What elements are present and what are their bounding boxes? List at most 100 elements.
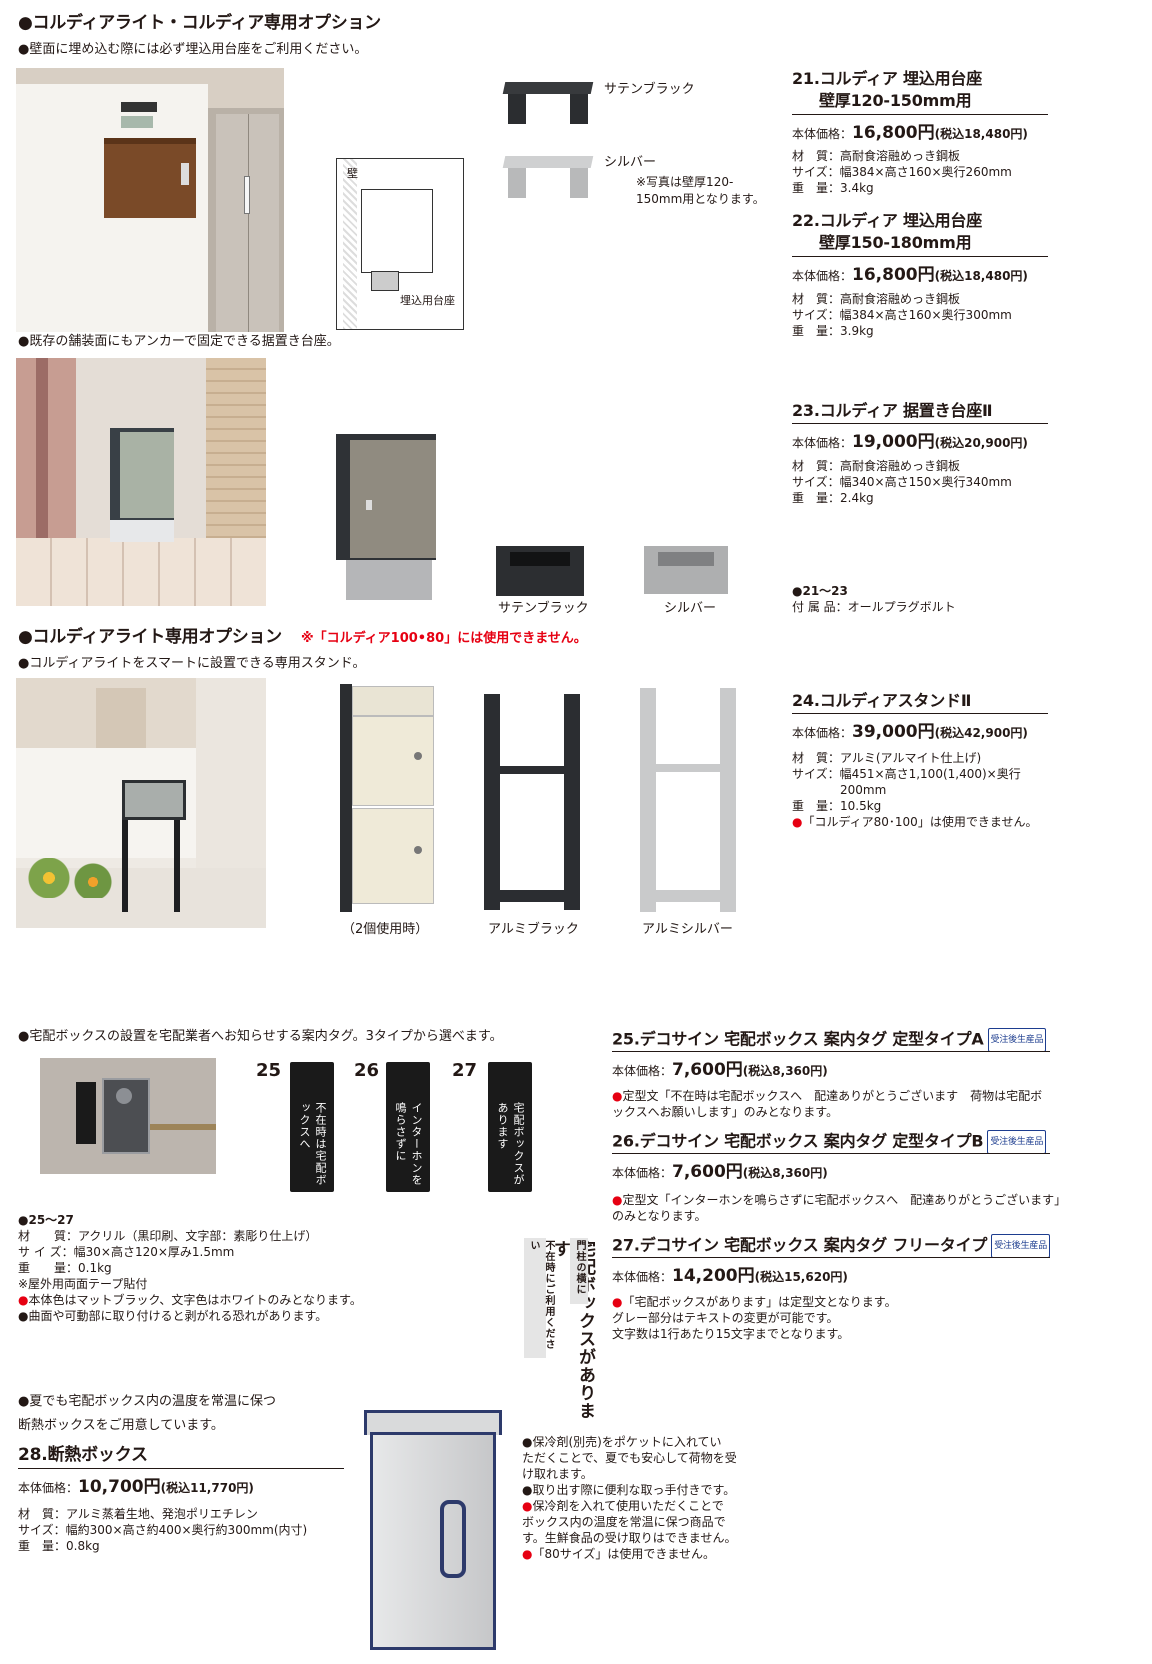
product-26-note-1: 定型文「インターホンを鳴らさずに宅配ボックスへ 配達ありがとうございます」 xyxy=(622,1193,1067,1207)
product-25-note-1: 定型文「不在時は宅配ボックスへ 配達ありがとうございます 荷物は宅配ボ xyxy=(622,1089,1043,1103)
accessory-info: ●21～23 付 属 品：オールプラグボルト xyxy=(792,583,956,615)
product-22-rule xyxy=(792,256,1048,257)
product-23-specs: 材 質：高耐食溶融めっき鋼板 サイズ：幅340×高さ150×奥行340mm 重 … xyxy=(792,458,1012,506)
product-28-title: 28.断熱ボックス xyxy=(18,1445,148,1465)
spec-weight: 重 量：10.5kg xyxy=(792,799,882,813)
price-tax: (税込15,620円) xyxy=(754,1270,848,1284)
made-to-order-badge: 受注後生産品 xyxy=(987,1130,1047,1154)
mount-base-silver-label: シルバー xyxy=(604,155,657,170)
vertical-tag-small-1: 門柱の横に xyxy=(574,1240,585,1295)
accessory-range: ●21～23 xyxy=(792,584,848,598)
note-guide-tag: ●宅配ボックスの設置を宅配業者へお知らせする案内タグ。3タイプから選べます。 xyxy=(18,1029,503,1044)
product-21: 21.コルディア 埋込用台座 壁厚120-150mm用 xyxy=(792,68,982,112)
product-27-price: 本体価格：14,200円(税込15,620円) xyxy=(612,1261,848,1286)
spec-size: サイズ：幅451×高さ1,100(1,400)×奥行 xyxy=(792,767,1021,781)
vertical-tag-small-2: 不在時にご利用ください xyxy=(528,1240,554,1350)
spec-weight: 重 量：0.8kg xyxy=(18,1539,100,1553)
tag-spec-color-text: 本体色はマットブラック、文字色はホワイトのみとなります。 xyxy=(28,1293,362,1307)
product-24-rule xyxy=(792,713,1048,714)
stand-caption-double: （2個使用時） xyxy=(342,922,429,937)
product-21-title: 21.コルディア 埋込用台座 xyxy=(792,69,982,88)
product-28-specs: 材 質：アルミ蒸着生地、発泡ポリエチレン サイズ：幅約300×高さ約400×奥行… xyxy=(18,1506,307,1554)
product-25-note-2: ックスへお願いします」のみとなります。 xyxy=(612,1105,839,1119)
price-label: 本体価格： xyxy=(612,1064,673,1078)
warning-dot: ● xyxy=(522,1547,533,1561)
warning-dot: ● xyxy=(612,1193,623,1207)
spec-material: 材 質：アルミ(アルマイト仕上げ) xyxy=(792,751,982,765)
product-24-title: 24.コルディアスタンドⅡ xyxy=(792,691,972,710)
price-tax: (税込42,900円) xyxy=(934,726,1028,740)
price-label: 本体価格： xyxy=(792,436,853,450)
product-23-title: 23.コルディア 据置き台座Ⅱ xyxy=(792,401,993,420)
product-27-note-3: 文字数は1行あたり15文字までとなります。 xyxy=(612,1327,850,1341)
diagram-wall-label: 壁 xyxy=(347,167,358,180)
box-note-handle: ●取り出す際に便利な取っ手付きです。 xyxy=(522,1483,736,1497)
note-paving: ●既存の舗装面にもアンカーで固定できる据置き台座。 xyxy=(18,334,340,349)
box-note-pocket-2: ただくことで、夏でも安心して荷物を受 xyxy=(522,1451,737,1465)
warning-dot: ● xyxy=(792,815,803,829)
mount-base-black-image xyxy=(500,78,596,128)
tag-spec-note-color: ●本体色はマットブラック、文字色はホワイトのみとなります。 xyxy=(18,1292,362,1308)
price-label: 本体価格： xyxy=(612,1166,673,1180)
product-22-price: 本体価格：16,800円(税込18,480円) xyxy=(792,260,1028,285)
product-23-price: 本体価格：19,000円(税込20,900円) xyxy=(792,427,1028,452)
price-value: 16,800円 xyxy=(852,123,935,143)
note-insulated: ●夏でも宅配ボックス内の温度を常温に保つ 断熱ボックスをご用意しています。 xyxy=(18,1390,276,1438)
price-tax: (税込8,360円) xyxy=(742,1166,828,1180)
product-26-note: ●定型文「インターホンを鳴らさずに宅配ボックスへ 配達ありがとうございます」 の… xyxy=(612,1192,1066,1224)
spec-size: サイズ：幅384×高さ160×奥行260mm xyxy=(792,165,1012,179)
product-27-note: ●「宅配ボックスがあります」は定型文となります。 グレー部分はテキストの変更が可… xyxy=(612,1294,897,1342)
product-22-title: 22.コルディア 埋込用台座 xyxy=(792,211,982,230)
price-tax: (税込18,480円) xyxy=(934,269,1028,283)
spec-weight: 重 量：3.9kg xyxy=(792,324,874,338)
stand-black-image xyxy=(484,694,580,910)
price-value: 16,800円 xyxy=(852,265,935,285)
section-title-light-row: ●コルディアライト専用オプション ※「コルディア100•80」には使用できません… xyxy=(18,622,587,647)
warning-dot: ● xyxy=(612,1089,623,1103)
intercom-photo xyxy=(40,1058,216,1174)
spec-weight: 重 量：3.4kg xyxy=(792,181,874,195)
made-to-order-badge: 受注後生産品 xyxy=(991,1234,1050,1258)
spec-material: 材 質：高耐食溶融めっき鋼板 xyxy=(792,459,961,473)
made-to-order-badge: 受注後生産品 xyxy=(987,1028,1047,1052)
stand-caption-silver: アルミシルバー xyxy=(642,922,733,937)
product-26-title: 26.デコサイン 宅配ボックス 案内タグ 定型タイプB xyxy=(612,1131,984,1151)
product-21-price: 本体価格：16,800円(税込18,480円) xyxy=(792,118,1028,143)
product-27-note-2: グレー部分はテキストの変更が可能です。 xyxy=(612,1311,839,1325)
product-24-price: 本体価格：39,000円(税込42,900円) xyxy=(792,717,1028,742)
product-26-note-2: のみとなります。 xyxy=(612,1209,707,1223)
warning-dot: ● xyxy=(522,1499,533,1513)
warning-text: 「コルディア80･100」は使用できません。 xyxy=(802,815,1038,829)
double-mailbox-stand-image xyxy=(340,684,434,912)
stand-base-silver-image xyxy=(644,546,728,594)
box-note-temp-3: す。生鮮食品の受け取りはできません。 xyxy=(522,1531,737,1545)
tag-specs: ●25～27 材 質：アクリル（黒印刷、文字部：素彫り仕上げ） サ イ ズ：幅3… xyxy=(18,1212,362,1324)
tag-number-26: 26 xyxy=(354,1060,380,1081)
product-21-specs: 材 質：高耐食溶融めっき鋼板 サイズ：幅384×高さ160×奥行260mm 重 … xyxy=(792,148,1012,196)
price-label: 本体価格： xyxy=(792,726,853,740)
box-note-pocket-1: ●保冷剤(別売)をポケットに入れてい xyxy=(522,1435,722,1449)
price-tax: (税込11,770円) xyxy=(160,1481,254,1495)
product-21-subtitle: 壁厚120-150mm用 xyxy=(819,91,972,110)
stand-base-black-image xyxy=(496,546,584,596)
product-23-rule xyxy=(792,423,1048,424)
tag-number-25: 25 xyxy=(256,1060,282,1081)
stand-base-black-label: サテンブラック xyxy=(498,601,589,616)
paving-scene-photo xyxy=(16,358,266,606)
tag-25-text: 不在時は宅配ボックスへ xyxy=(298,1102,327,1186)
tag-spec-material: 材 質：アクリル（黒印刷、文字部：素彫り仕上げ） xyxy=(18,1229,318,1243)
stand-silver-image xyxy=(640,688,736,912)
stand-caption-black: アルミブラック xyxy=(488,922,579,937)
diagram-base-label: 埋込用台座 xyxy=(400,294,455,307)
price-tax: (税込20,900円) xyxy=(934,436,1028,450)
product-22-specs: 材 質：高耐食溶融めっき鋼板 サイズ：幅384×高さ160×奥行300mm 重 … xyxy=(792,291,1012,339)
spec-material: 材 質：アルミ蒸着生地、発泡ポリエチレン xyxy=(18,1507,258,1521)
box-note-pocket-3: け取れます。 xyxy=(522,1467,593,1481)
spec-weight: 重 量：2.4kg xyxy=(792,491,874,505)
tag-spec-note-tape: ※屋外用両面テープ貼付 xyxy=(18,1277,148,1291)
price-label: 本体価格： xyxy=(612,1270,673,1284)
product-25-rule xyxy=(612,1051,1050,1052)
price-tax: (税込18,480円) xyxy=(934,127,1028,141)
mount-base-silver-image xyxy=(500,152,596,200)
